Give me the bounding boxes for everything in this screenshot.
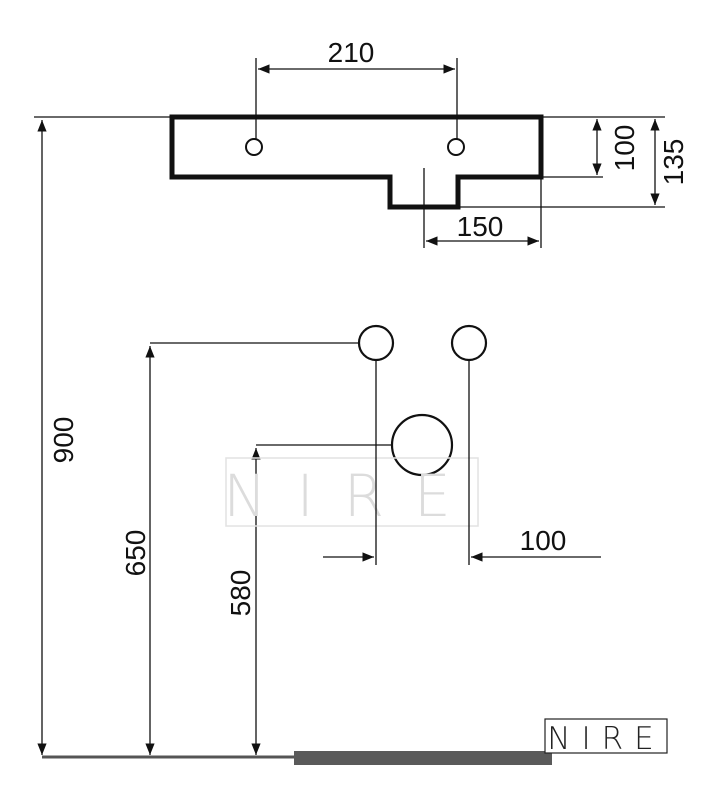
- nire-logo-text: NIRE: [547, 721, 664, 757]
- dimension-135-label: 135: [658, 139, 689, 186]
- supply-left-circle: [357, 324, 395, 362]
- dimension-100-135-lines: [458, 116, 665, 208]
- tap-hole-right: [447, 138, 465, 156]
- dimension-580-label: 580: [225, 570, 256, 617]
- dimension-210: [255, 58, 458, 140]
- watermark-center-text: NIRE: [223, 462, 480, 530]
- dimension-580: [251, 444, 392, 755]
- nire-logo: NIRE: [544, 718, 668, 757]
- dimension-900: [34, 116, 172, 755]
- dimension-100-spacing: [323, 360, 601, 565]
- dimension-100-label-top: 100: [609, 125, 640, 172]
- dimension-150-label: 150: [457, 211, 504, 242]
- floor-slab: [294, 751, 552, 765]
- tap-hole-left: [245, 138, 263, 156]
- dimension-650: [145, 342, 359, 755]
- dimension-210-label: 210: [328, 37, 375, 68]
- basin-outline: [169, 114, 544, 210]
- supply-right-circle: [450, 324, 488, 362]
- dimension-650-label: 650: [120, 530, 151, 577]
- dimension-100-spacing-label: 100: [520, 525, 567, 556]
- dimension-900-label: 900: [48, 417, 79, 464]
- watermark-center: NIRE: [223, 457, 480, 530]
- dimension-150: [423, 168, 542, 248]
